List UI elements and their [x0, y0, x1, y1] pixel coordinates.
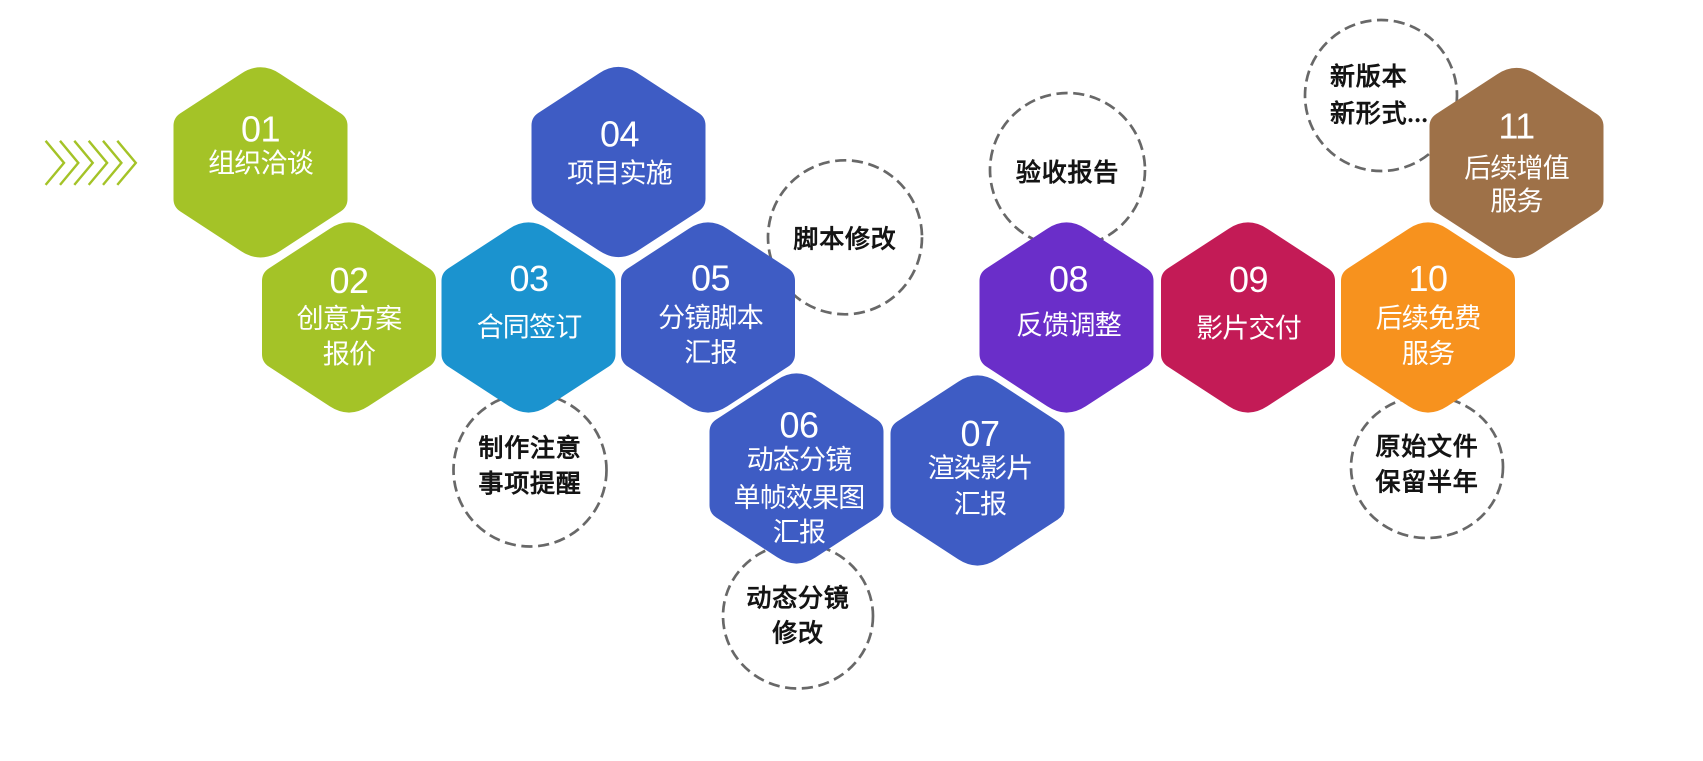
svg-text:后续免费: 后续免费	[1376, 304, 1481, 334]
svg-text:10: 10	[1408, 258, 1447, 299]
svg-text:制作注意: 制作注意	[478, 434, 581, 463]
svg-text:08: 08	[1049, 259, 1088, 300]
svg-text:渲染影片: 渲染影片	[928, 454, 1033, 484]
svg-text:服务: 服务	[1402, 339, 1454, 369]
svg-text:06: 06	[779, 404, 818, 445]
svg-text:09: 09	[1229, 259, 1268, 300]
svg-text:合同签订: 合同签订	[477, 313, 582, 343]
svg-text:汇报: 汇报	[773, 517, 825, 547]
svg-text:新版本: 新版本	[1330, 62, 1407, 91]
svg-text:原始文件: 原始文件	[1375, 432, 1478, 461]
svg-text:影片交付: 影片交付	[1196, 313, 1301, 343]
svg-text:03: 03	[509, 258, 548, 299]
svg-text:事项提醒: 事项提醒	[478, 470, 581, 498]
svg-text:05: 05	[691, 258, 730, 299]
svg-text:验收报告: 验收报告	[1016, 158, 1119, 187]
svg-text:01: 01	[241, 109, 280, 150]
svg-text:07: 07	[960, 413, 999, 454]
svg-text:分镜脚本: 分镜脚本	[658, 303, 764, 333]
svg-text:报价: 报价	[323, 340, 376, 370]
svg-text:汇报: 汇报	[954, 490, 1006, 520]
svg-text:动态分镜: 动态分镜	[746, 584, 849, 613]
svg-text:汇报: 汇报	[684, 338, 736, 368]
svg-text:服务: 服务	[1490, 187, 1542, 217]
svg-text:动态分镜: 动态分镜	[747, 445, 853, 475]
svg-text:保留半年: 保留半年	[1374, 468, 1478, 497]
svg-text:项目实施: 项目实施	[567, 159, 673, 189]
svg-text:04: 04	[600, 113, 639, 154]
svg-text:脚本修改: 脚本修改	[793, 225, 896, 254]
svg-text:02: 02	[329, 260, 368, 301]
svg-text:11: 11	[1498, 106, 1534, 147]
svg-text:单帧效果图: 单帧效果图	[734, 483, 865, 513]
svg-text:创意方案: 创意方案	[297, 304, 403, 334]
svg-text:新形式...: 新形式...	[1330, 99, 1429, 128]
svg-text:组织洽谈: 组织洽谈	[208, 149, 314, 179]
svg-text:反馈调整: 反馈调整	[1016, 311, 1121, 341]
svg-text:修改: 修改	[771, 619, 824, 648]
svg-text:后续增值: 后续增值	[1464, 154, 1569, 184]
